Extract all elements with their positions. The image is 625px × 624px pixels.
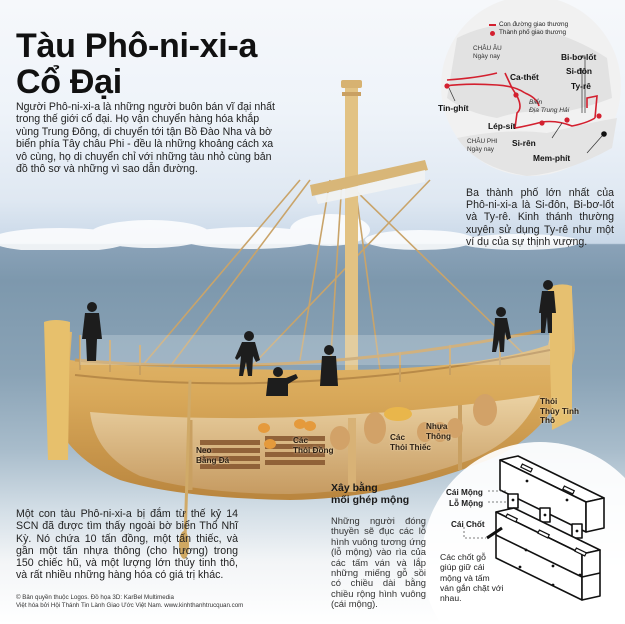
label-copper-ingots: Các Thỏi Đồng <box>293 436 333 455</box>
copper-line-1: Các <box>293 436 309 445</box>
resin-line-2: Thông <box>426 431 452 441</box>
label-resin: Nhựa Thông <box>426 422 451 441</box>
sea-name-1: Biển <box>529 99 543 106</box>
city-dot-icon <box>490 31 495 37</box>
city-tingis: Tin-ghít <box>438 103 469 113</box>
anchor-line-1: Neo <box>196 446 212 455</box>
tin-line-2: Thỏi Thiếc <box>390 442 431 452</box>
joint-paragraph: Những người đóng thuyền sẽ đục các lỗ hì… <box>331 515 426 610</box>
tin-line-1: Các <box>390 433 406 442</box>
map-legend: Con đường giao thương Thành phố giao thư… <box>489 21 568 38</box>
glass-line-2: Thủy Tinh <box>540 406 579 416</box>
label-raw-glass: Thỏi Thủy Tinh Thô <box>540 397 579 426</box>
city-leptis: Lép-sít <box>488 121 516 131</box>
credits-line-1: © Bản quyền thuộc Logos. Đồ họa 3D: KarB… <box>16 594 174 601</box>
label-mortise: Lỗ Mộng <box>449 499 484 508</box>
region-europe-sub: Ngày nay <box>473 52 500 60</box>
page-title: Tàu Phô-ni-xi-a Cổ Đại <box>16 28 257 100</box>
region-africa-name: CHÂU PHI <box>467 138 498 145</box>
city-byblos: Bi-bơ-lốt <box>561 52 597 62</box>
clouds-background <box>0 214 580 250</box>
joint-heading-line-1: Xây bằng <box>331 482 378 494</box>
peg-note: Các chốt gỗ giúp giữ cái mộng và tấm ván… <box>440 552 504 604</box>
resin-line-1: Nhựa <box>426 422 448 431</box>
label-tin-ingots: Các Thỏi Thiếc <box>390 433 431 452</box>
sea-name-2: Địa Trung Hải <box>529 107 570 114</box>
credits-line-2: Việt hóa bởi Hội Thánh Tin Lành Giao Ước… <box>16 602 244 610</box>
title-line-1: Tàu Phô-ni-xi-a <box>16 27 258 65</box>
city-sidon: Si-đôn <box>566 66 593 76</box>
mediterranean-label: Biển Địa Trung Hải <box>529 99 569 115</box>
city-cyrene: Si-rên <box>512 138 536 148</box>
credits: © Bản quyền thuộc Logos. Đồ họa 3D: KarB… <box>16 594 243 611</box>
title-line-2: Cổ Đại <box>16 63 122 101</box>
anchor-line-2: Bằng Đá <box>196 455 230 465</box>
city-carthage: Ca-thết <box>510 72 539 82</box>
legend-city: Thành phố giao thương <box>489 29 568 37</box>
region-africa-sub: Ngày nay <box>467 145 494 153</box>
shipwreck-paragraph: Một con tàu Phô-ni-xi-a bị đắm từ thế kỷ… <box>16 508 238 582</box>
trade-route-map <box>441 0 621 176</box>
copper-line-2: Thỏi Đồng <box>293 445 334 455</box>
legend-route: Con đường giao thương <box>489 21 568 29</box>
label-stone-anchor: Neo Bằng Đá <box>196 446 229 465</box>
city-memphis: Mem-phít <box>533 153 571 163</box>
region-europe-name: CHÂU ÂU <box>473 45 502 52</box>
glass-line-1: Thỏi <box>540 397 558 406</box>
city-tyre: Ty-rê <box>571 81 591 91</box>
joint-heading: Xây bằng mối ghép mộng <box>331 482 410 506</box>
label-peg: Cái Chốt <box>451 520 485 529</box>
region-africa: CHÂU PHI Ngày nay <box>467 138 498 154</box>
legend-route-label: Con đường giao thương <box>499 21 569 28</box>
label-tenon: Cái Mộng <box>446 488 483 497</box>
intro-paragraph: Người Phô-ni-xi-a là những người buôn bá… <box>16 101 275 176</box>
cities-paragraph: Ba thành phố lớn nhất của Phô-ni-xi-a là… <box>466 187 614 248</box>
region-europe: CHÂU ÂU Ngày nay <box>473 45 502 61</box>
route-line-icon <box>489 24 496 27</box>
joint-heading-line-2: mối ghép mộng <box>331 493 410 506</box>
legend-city-label: Thành phố giao thương <box>499 29 567 37</box>
glass-line-3: Thô <box>540 416 556 426</box>
